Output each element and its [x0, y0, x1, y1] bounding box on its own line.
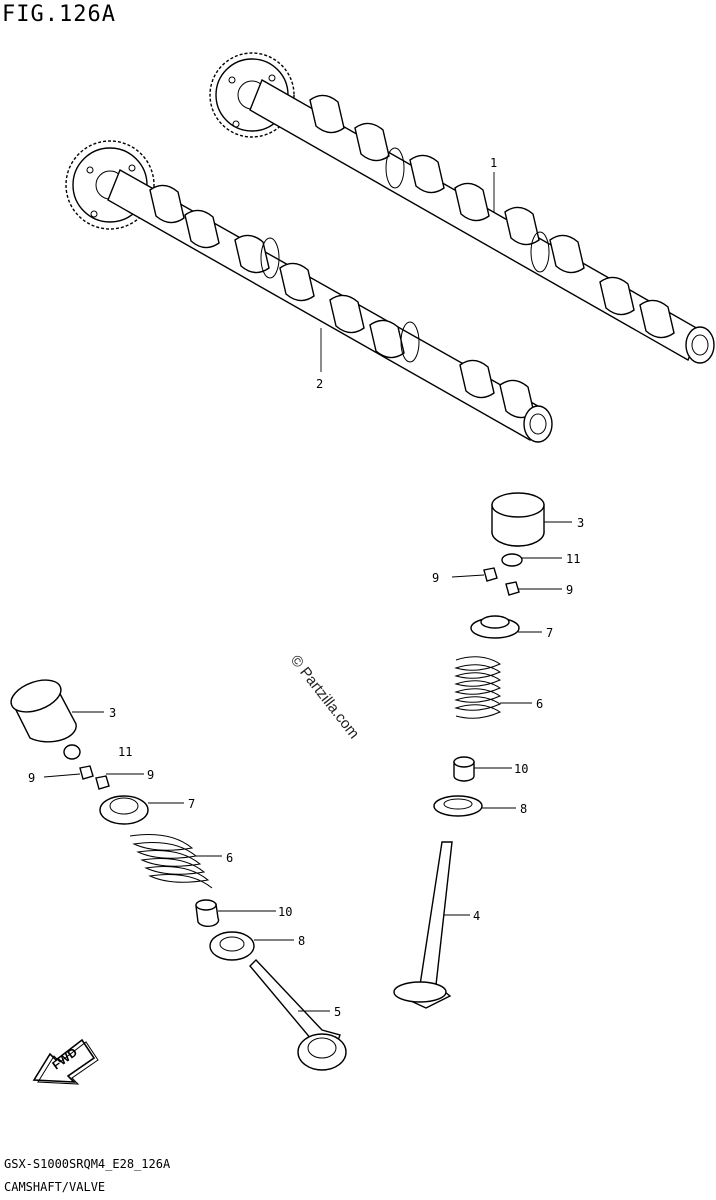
retainer-7-left[interactable] — [99, 795, 149, 825]
callout-7a: 7 — [546, 626, 553, 640]
callout-6b: 6 — [226, 851, 233, 865]
retainer-7-right[interactable] — [470, 615, 520, 639]
callout-9c: 9 — [28, 771, 35, 785]
tappet-3-right[interactable] — [491, 492, 545, 547]
callout-9d: 9 — [147, 768, 154, 782]
callout-8a: 8 — [520, 802, 527, 816]
watermark: © Partzilla.com — [287, 652, 363, 742]
camshaft-1[interactable] — [209, 52, 715, 364]
exhaust-valve-5[interactable] — [249, 958, 347, 1071]
intake-valve-4[interactable] — [393, 841, 453, 1009]
callout-2: 2 — [316, 377, 323, 391]
callout-10a: 10 — [514, 762, 528, 776]
callout-11a: 11 — [566, 552, 580, 566]
callout-9a: 9 — [432, 571, 439, 585]
callout-4: 4 — [473, 909, 480, 923]
cotter-9-right[interactable] — [483, 567, 520, 596]
callout-7b: 7 — [188, 797, 195, 811]
figure-title: FIG.126A — [2, 2, 116, 27]
spring-6-right[interactable] — [454, 656, 502, 719]
model-code: GSX-S1000SRQM4_E28_126A — [4, 1157, 171, 1171]
callout-10b: 10 — [278, 905, 292, 919]
callout-8b: 8 — [298, 934, 305, 948]
spring-seat-8-left[interactable] — [209, 931, 255, 961]
callout-5: 5 — [334, 1005, 341, 1019]
stem-seal-10-right[interactable] — [453, 756, 475, 782]
callout-3b: 3 — [109, 706, 116, 720]
fwd-arrow-badge: FWD — [32, 1038, 99, 1085]
section-title: CAMSHAFT/VALVE — [4, 1180, 106, 1194]
tappet-3-left[interactable] — [7, 674, 77, 743]
shim-11-left[interactable] — [63, 744, 81, 760]
camshaft-2[interactable] — [65, 140, 553, 443]
callout-11b: 11 — [118, 745, 132, 759]
callout-9b: 9 — [566, 583, 573, 597]
stem-seal-10-left[interactable] — [195, 899, 220, 928]
spring-6-left[interactable] — [129, 834, 213, 889]
shim-11-right[interactable] — [501, 553, 523, 567]
callout-6a: 6 — [536, 697, 543, 711]
spring-seat-8-right[interactable] — [433, 795, 483, 817]
callout-3a: 3 — [577, 516, 584, 530]
callout-1: 1 — [490, 156, 497, 170]
cotter-9-left[interactable] — [79, 765, 110, 790]
